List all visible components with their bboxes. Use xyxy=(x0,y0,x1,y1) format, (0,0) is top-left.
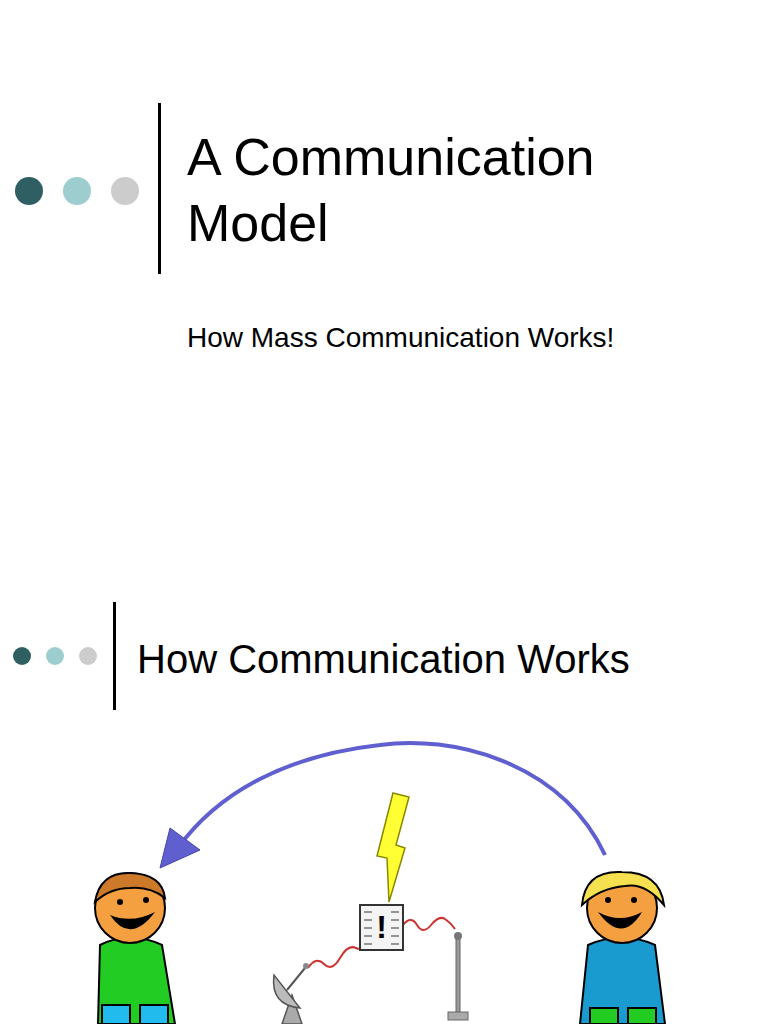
antenna-mast xyxy=(448,932,468,1020)
newspaper-icon xyxy=(360,905,403,950)
title-bar xyxy=(113,602,116,710)
bullet-dot xyxy=(111,177,139,205)
slide-subtitle: How Mass Communication Works! xyxy=(187,320,747,356)
title-bar xyxy=(158,103,161,274)
sender-figure xyxy=(95,873,175,1024)
bullet-dot xyxy=(79,647,97,665)
bullet-dot xyxy=(15,177,43,205)
bullet-dot xyxy=(46,647,64,665)
newspaper-mark: ! xyxy=(372,907,391,947)
receiver-figure xyxy=(580,872,665,1024)
arrow-head xyxy=(160,828,200,868)
signal-wave xyxy=(403,918,455,930)
bullet-dot xyxy=(63,177,91,205)
slide-heading: How Communication Works xyxy=(137,634,757,684)
bullet-dot xyxy=(13,647,31,665)
satellite-dish xyxy=(274,963,309,1024)
slide-title: A Communication Model xyxy=(187,124,687,256)
lightning-bolt xyxy=(377,793,409,902)
